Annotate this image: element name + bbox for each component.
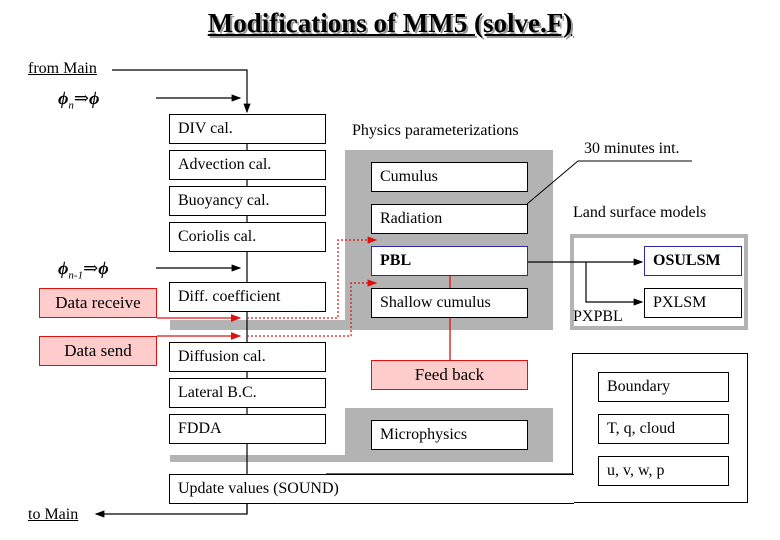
receive-dotted-link	[247, 236, 378, 319]
update-boundary: Boundary	[598, 372, 729, 402]
step-coriolis-cal: Coriolis cal.	[169, 222, 326, 252]
pxpbl-label: PXPBL	[573, 308, 623, 325]
physics-cumulus: Cumulus	[371, 162, 528, 192]
step-buoyancy-cal: Buoyancy cal.	[169, 186, 326, 216]
lsm-pxlsm: PXLSM	[644, 288, 742, 318]
radiation-note: 30 minutes int.	[584, 140, 680, 157]
microphysics-background-bar	[170, 455, 553, 462]
physics-microphysics: Microphysics	[371, 420, 528, 450]
step-advection-cal: Advection cal.	[169, 150, 326, 180]
phi-n-label: ϕn⇒ϕ	[58, 88, 100, 112]
pbl-to-pxlsm-arrow	[585, 262, 644, 306]
step-update-values: Update values (SOUND)	[169, 474, 574, 504]
step-div-cal: DIV cal.	[169, 114, 326, 144]
step-diff-coefficient: Diff. coefficient	[169, 282, 326, 312]
step-diffusion-cal: Diffusion cal.	[169, 342, 326, 372]
to-main-line	[94, 504, 248, 518]
update-u-v-w-p: u, v, w, p	[598, 456, 729, 486]
from-main-label: from Main	[28, 60, 97, 77]
land-surface-heading: Land surface models	[573, 204, 707, 221]
update-t-q-cloud: T, q, cloud	[598, 414, 729, 444]
data-send-box: Data send	[39, 336, 157, 366]
data-receive-box: Data receive	[39, 288, 157, 318]
physics-heading: Physics parameterizations	[352, 122, 519, 139]
phi-n1-label: ϕn-1⇒ϕ	[58, 258, 109, 282]
lsm-osulsm: OSULSM	[644, 246, 742, 276]
step-lateral-bc: Lateral B.C.	[169, 378, 326, 408]
send-dotted-link	[247, 279, 378, 337]
physics-pbl: PBL	[371, 246, 528, 276]
physics-shallow-cumulus: Shallow cumulus	[371, 288, 528, 318]
from-main-line	[112, 69, 251, 114]
physics-radiation: Radiation	[371, 204, 528, 234]
to-main-label: to Main	[28, 506, 79, 523]
step-fdda: FDDA	[169, 414, 326, 444]
page-title: Modifications of MM5 (solve.F)	[207, 8, 573, 38]
radiation-note-line	[526, 160, 692, 205]
feed-back-box: Feed back	[371, 360, 528, 390]
physics-background-bar	[170, 320, 553, 330]
